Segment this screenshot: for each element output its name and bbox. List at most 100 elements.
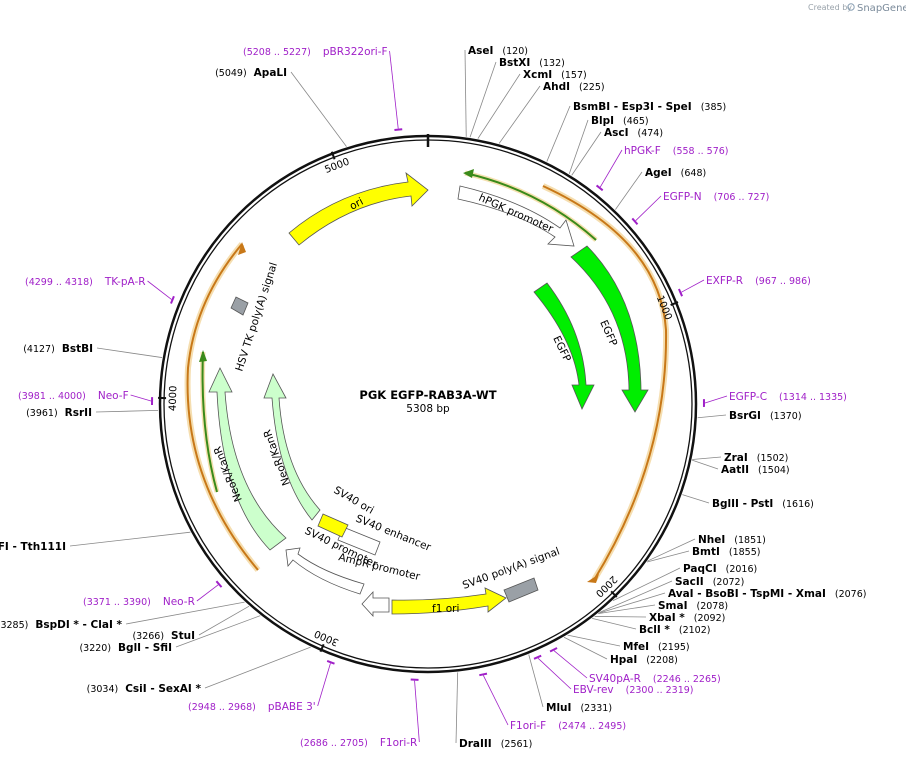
enzyme-site-nhei[interactable]: NheI(1851) [698, 534, 766, 546]
enzyme-site-csii[interactable]: CsiI - SexAI *(3034) [87, 683, 202, 695]
enzyme-name: AhdI [543, 81, 570, 93]
primer-leader-line [553, 650, 588, 679]
enzyme-site-asei[interactable]: AseI(120) [468, 45, 528, 57]
enzyme-site-agei[interactable]: AgeI(648) [645, 167, 706, 179]
enzyme-site-zrai[interactable]: ZraI(1502) [724, 452, 788, 464]
egfp-inner-arrow[interactable] [533, 282, 595, 410]
enzyme-site-rsrii[interactable]: RsrII(3961) [26, 407, 92, 419]
primer-binding-mark [631, 217, 639, 225]
enzyme-site-bspdi[interactable]: BspDI * - ClaI * (3285) [0, 619, 123, 631]
hsv-tk-polya-box[interactable] [230, 296, 249, 316]
enzyme-site-bglii[interactable]: BglII - PstI(1616) [712, 498, 814, 510]
enzyme-coord: (132) [539, 58, 565, 69]
enzyme-site-bstbi[interactable]: BstBI (4127) [23, 343, 93, 355]
primer-name: pBR322ori-F [323, 46, 388, 58]
primer-pbr322ori-f[interactable]: (5208 .. 5227)pBR322ori-F [243, 46, 388, 58]
primer-sv40pa-r[interactable]: SV40pA-R(2246 .. 2265) [589, 673, 721, 685]
enzyme-leader-line [691, 459, 719, 470]
enzyme-site-asci[interactable]: AscI(474) [604, 127, 663, 139]
enzyme-coord: (1370) [770, 411, 802, 422]
credit-prefix: Created by [808, 3, 852, 12]
enzyme-name: BstBI [62, 343, 93, 355]
enzyme-name: BspDI * - ClaI * [35, 619, 122, 631]
primer-egfp-c[interactable]: EGFP-C(1314 .. 1335) [729, 391, 847, 403]
enzyme-coord: (2078) [697, 601, 729, 612]
enzyme-site-ahdi[interactable]: AhdI(225) [543, 81, 605, 93]
primer-tk-pa-r[interactable]: (4299 .. 4318)TK-pA-R [25, 276, 146, 288]
primer-name: Neo-R [163, 596, 195, 608]
feature-label-hsv-tk-polya: HSV TK poly(A) signal [233, 261, 280, 373]
enzyme-site-bmti[interactable]: BmtI(1855) [692, 546, 760, 558]
primer-name: EBV-rev [573, 684, 614, 696]
sv40-promoter-arrow[interactable] [285, 547, 365, 595]
enzyme-leader-line [546, 105, 571, 162]
enzyme-site-bsmbi[interactable]: BsmBI - Esp3I - SpeI(385) [573, 101, 726, 113]
label-layer: AseI(120)BstXI(132)XcmI(157)AhdI(225) Bsm… [0, 45, 866, 750]
enzyme-leader-line [464, 49, 467, 137]
primer-f1ori-f[interactable]: F1ori-F(2474 .. 2495) [510, 720, 626, 732]
enzyme-site-smai[interactable]: SmaI(2078) [658, 600, 728, 612]
primer-egfp-n[interactable]: EGFP-N(706 .. 727) [663, 191, 769, 203]
enzyme-site-hpai[interactable]: HpaI(2208) [610, 654, 678, 666]
enzyme-coord: (4127) [23, 344, 55, 355]
primer-name: EXFP-R [706, 275, 743, 287]
enzyme-site-draiii[interactable]: DraIII(2561) [459, 738, 532, 750]
enzyme-coord: (2016) [726, 564, 758, 575]
sv40-ori-box[interactable] [317, 513, 349, 538]
primer-pbabe3[interactable]: (2948 .. 2968)pBABE 3' [188, 701, 316, 713]
enzyme-site-sacii[interactable]: SacII(2072) [675, 576, 744, 588]
primer-hpgk-f[interactable]: hPGK-F(558 .. 576) [624, 145, 729, 157]
enzyme-coord: (3285) [0, 620, 28, 631]
enzyme-site-mlui[interactable]: MluI(2331) [546, 702, 612, 714]
enzyme-site-aatii[interactable]: AatII(1504) [721, 464, 790, 476]
enzyme-leader-line [563, 636, 608, 660]
egfp-outer-arrow[interactable] [570, 245, 649, 413]
enzyme-coord: (3266) [132, 631, 164, 642]
enzyme-site-xcmi[interactable]: XcmI(157) [523, 69, 587, 81]
primer-binding-mark [479, 672, 488, 677]
enzyme-site-apali[interactable]: ApaLI(5049) [215, 67, 287, 79]
enzyme-site-pflfi[interactable]: PflFI - Tth111I(3563) [0, 541, 66, 553]
enzyme-name: BsrGI [729, 410, 761, 422]
plasmid-length: 5308 bp [406, 403, 450, 415]
enzyme-site-bsrgi[interactable]: BsrGI (1370) [729, 410, 802, 422]
primer-f1ori-r[interactable]: (2686 .. 2705)F1ori-R [300, 737, 417, 749]
tick-mark [610, 590, 618, 598]
enzyme-site-xbai[interactable]: XbaI *(2092) [649, 612, 725, 624]
primer-exfp-r[interactable]: EXFP-R(967 .. 986) [706, 275, 811, 287]
f1-ori-arrow[interactable] [391, 587, 507, 615]
enzyme-site-paqci[interactable]: PaqCI(2016) [683, 563, 757, 575]
enzyme-leader-line [477, 73, 521, 139]
enzyme-site-bstxi[interactable]: BstXI(132) [499, 57, 565, 69]
feature-label-f1-ori: f1 ori [432, 603, 459, 615]
enzyme-leader-line [567, 634, 621, 647]
enzyme-leader-line [175, 615, 261, 648]
enzyme-site-stui[interactable]: StuI(3266) [132, 630, 195, 642]
enzyme-site-bgli[interactable]: BglI - SfiI(3220) [79, 642, 172, 654]
neor-kanr-inner-arrow[interactable] [263, 373, 321, 521]
sv40-polya-box[interactable] [503, 577, 539, 603]
enzyme-site-mfei[interactable]: MfeI(2195) [623, 641, 690, 653]
primer-range: (3371 .. 3390) [83, 597, 151, 608]
enzyme-site-blpi[interactable]: BlpI(465) [591, 115, 649, 127]
ori-arrow[interactable] [288, 172, 429, 246]
primer-neo-r[interactable]: (3371 .. 3390) Neo-R [83, 596, 195, 608]
enzyme-name: DraIII [459, 738, 492, 750]
enzyme-leader-line [469, 61, 497, 138]
ampr-promoter-arrow[interactable] [361, 590, 390, 618]
primer-leader-line [317, 663, 331, 707]
neor-kanr-outer-arrow[interactable] [208, 367, 287, 551]
primer-neo-f[interactable]: (3981 .. 4000)Neo-F [18, 390, 129, 402]
enzyme-leader-line [498, 85, 541, 144]
enzyme-name: AseI [468, 45, 493, 57]
enzyme-leader-line [95, 409, 159, 413]
enzyme-site-bcli[interactable]: BclI *(2102) [639, 624, 710, 636]
primer-range: (558 .. 576) [673, 146, 729, 157]
hpgk-promoter-arrow[interactable] [457, 185, 575, 247]
enzyme-coord: (1851) [734, 535, 766, 546]
primer-ebv-rev[interactable]: EBV-rev(2300 .. 2319) [573, 684, 694, 696]
enzyme-leader-line [697, 414, 727, 419]
enzyme-leader-line [612, 567, 681, 601]
enzyme-site-avai[interactable]: AvaI - BsoBI - TspMI - XmaI(2076) [668, 588, 866, 600]
primer-name: pBABE 3' [268, 701, 316, 713]
